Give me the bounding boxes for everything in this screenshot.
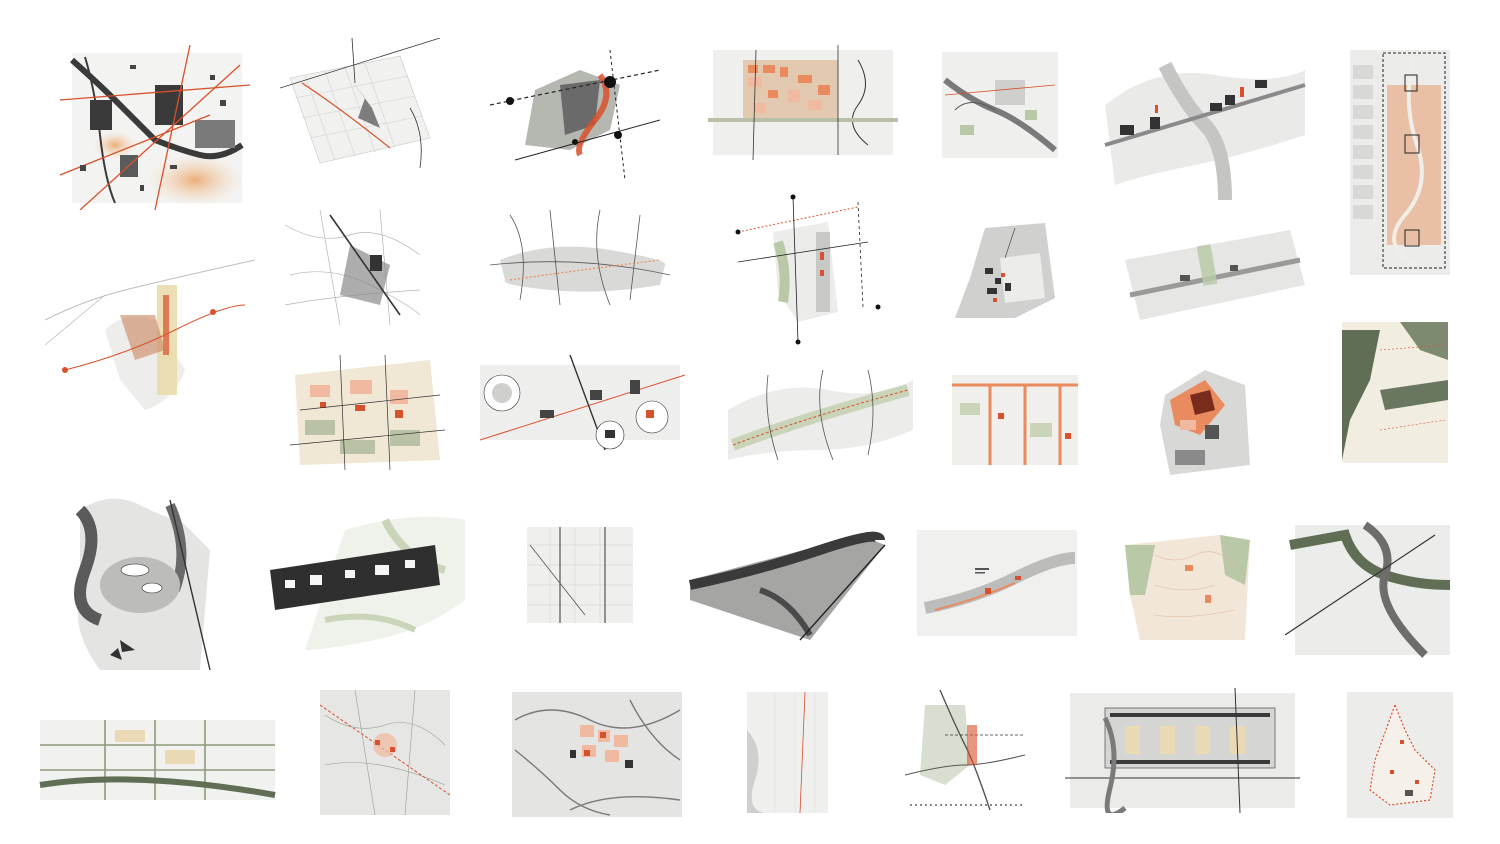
urban-plan-17 bbox=[950, 373, 1080, 468]
urban-plan-19 bbox=[1340, 320, 1450, 465]
urban-plan-30 bbox=[745, 690, 830, 815]
urban-plan-07 bbox=[1345, 45, 1455, 280]
urban-plan-08 bbox=[45, 250, 255, 430]
urban-plan-14 bbox=[280, 350, 450, 475]
urban-plan-23 bbox=[680, 520, 890, 645]
urban-plan-10 bbox=[490, 205, 670, 310]
urban-plan-15 bbox=[480, 355, 690, 450]
urban-plan-16 bbox=[718, 360, 918, 465]
urban-plan-25 bbox=[1115, 525, 1255, 645]
urban-plan-20 bbox=[60, 490, 215, 675]
urban-plan-18 bbox=[1150, 365, 1260, 480]
urban-plan-27 bbox=[35, 710, 280, 810]
urban-plan-31 bbox=[905, 685, 1030, 815]
urban-plan-26 bbox=[1285, 515, 1455, 660]
urban-plan-32 bbox=[1065, 688, 1300, 813]
urban-plan-33 bbox=[1345, 690, 1455, 820]
urban-plan-28 bbox=[315, 685, 455, 820]
urban-plan-13 bbox=[1120, 220, 1310, 330]
urban-plan-22 bbox=[525, 525, 635, 625]
urban-plan-12 bbox=[945, 218, 1065, 323]
urban-plan-04 bbox=[708, 45, 898, 160]
urban-plan-24 bbox=[915, 528, 1080, 638]
urban-plan-03 bbox=[490, 50, 660, 180]
urban-plan-21 bbox=[265, 510, 465, 655]
urban-plan-05 bbox=[940, 50, 1060, 160]
urban-plan-09 bbox=[280, 205, 425, 330]
urban-plan-29 bbox=[510, 690, 685, 820]
urban-plan-02 bbox=[280, 38, 440, 168]
urban-plan-11 bbox=[728, 192, 888, 352]
urban-plan-01 bbox=[60, 45, 250, 210]
urban-plan-06 bbox=[1095, 45, 1310, 205]
